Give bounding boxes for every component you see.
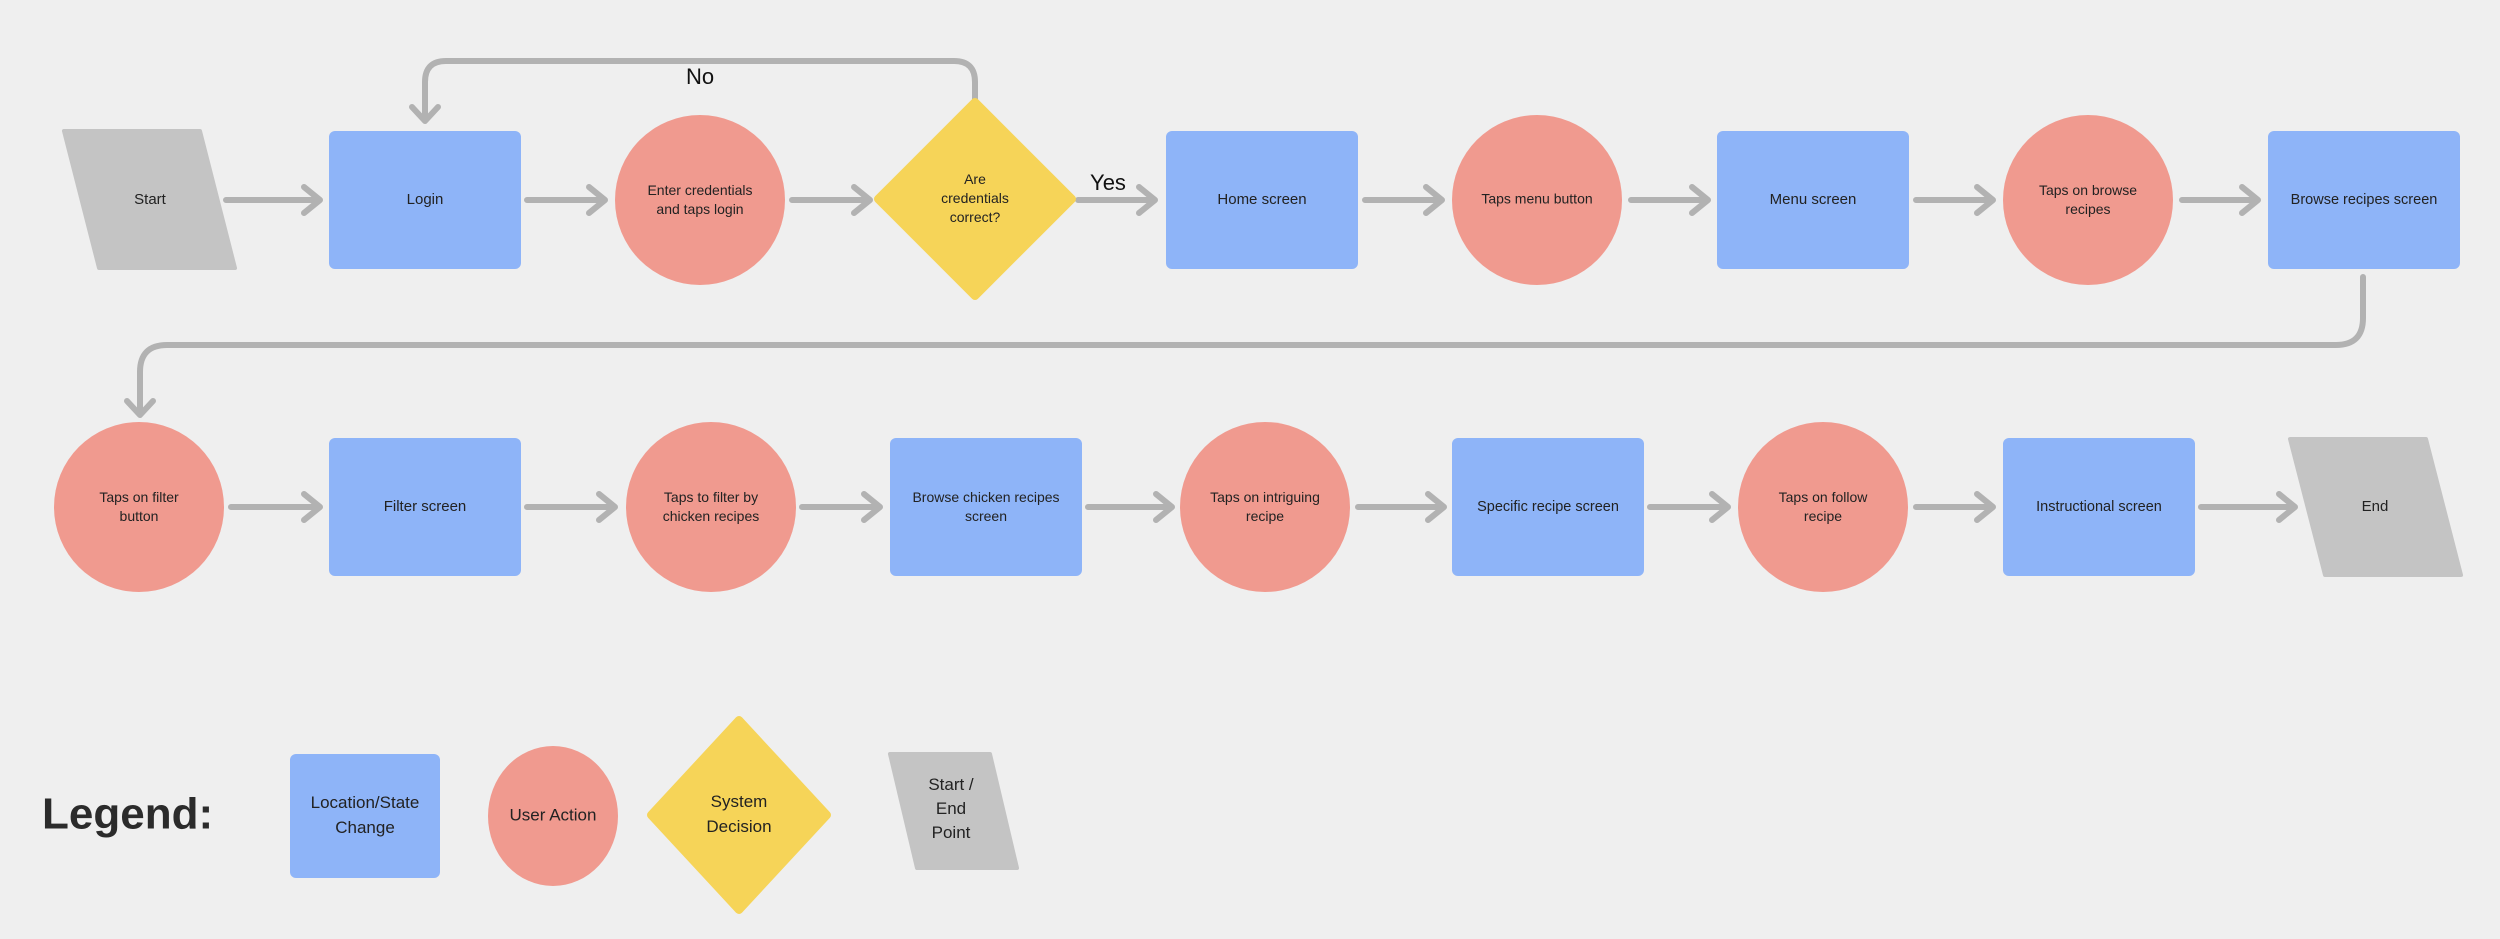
edge-label-no: No xyxy=(686,64,714,89)
legend-title: Legend: xyxy=(42,790,213,839)
node-browse-recipes-screen: Browse recipes screen xyxy=(2268,131,2460,269)
node-menu-screen: Menu screen xyxy=(1717,131,1909,269)
node-taps-menu-button-label: Taps menu button xyxy=(1481,191,1592,207)
node-end-label: End xyxy=(2362,498,2389,515)
connector-decision-no-to-login xyxy=(409,58,978,124)
node-end: End xyxy=(2288,437,2463,577)
node-filter-screen: Filter screen xyxy=(329,438,521,576)
node-menu-screen-label: Menu screen xyxy=(1770,191,1857,208)
connector-start-to-login xyxy=(223,184,323,216)
node-start-label: Start xyxy=(134,191,167,208)
connector-browse-chicken-to-taps-intriguing xyxy=(1085,491,1175,523)
node-instructional-screen: Instructional screen xyxy=(2003,438,2195,576)
connector-taps-chicken-to-browse-chicken xyxy=(799,491,883,523)
node-browse-recipes-screen-label: Browse recipes screen xyxy=(2291,192,2438,208)
node-filter-screen-label: Filter screen xyxy=(384,498,467,515)
node-home-screen-label: Home screen xyxy=(1217,191,1306,208)
connector-taps-menu-to-menu-screen xyxy=(1628,184,1711,216)
node-taps-menu-button: Taps menu button xyxy=(1452,115,1622,285)
connector-taps-follow-to-instructional xyxy=(1913,491,1996,523)
node-home-screen: Home screen xyxy=(1166,131,1358,269)
connector-instructional-to-end xyxy=(2198,491,2298,523)
node-instructional-screen-label: Instructional screen xyxy=(2036,499,2162,515)
connector-home-to-taps-menu xyxy=(1362,184,1445,216)
connectors-layer xyxy=(124,58,2366,523)
node-login: Login xyxy=(329,131,521,269)
connector-specific-recipe-to-taps-follow xyxy=(1647,491,1731,523)
node-specific-recipe-screen-label: Specific recipe screen xyxy=(1477,499,1619,515)
edge-label-yes: Yes xyxy=(1090,170,1126,195)
connector-taps-filter-to-filter-screen xyxy=(228,491,323,523)
connector-taps-browse-to-browse-screen xyxy=(2179,184,2261,216)
connector-decision-yes-to-home xyxy=(1075,184,1158,216)
legend-action-swatch: User Action xyxy=(488,746,618,886)
connector-browse-screen-to-taps-filter xyxy=(124,274,2366,418)
connector-filter-screen-to-taps-chicken xyxy=(524,491,618,523)
connector-menu-screen-to-taps-browse xyxy=(1913,184,1996,216)
node-specific-recipe-screen: Specific recipe screen xyxy=(1452,438,1644,576)
legend-action-label: User Action xyxy=(510,805,597,824)
connector-taps-intriguing-to-specific-recipe xyxy=(1355,491,1447,523)
connector-enter-credentials-to-decision xyxy=(789,184,873,216)
node-start: Start xyxy=(62,129,237,270)
connector-login-to-enter-credentials xyxy=(524,184,608,216)
node-login-label: Login xyxy=(407,191,444,208)
